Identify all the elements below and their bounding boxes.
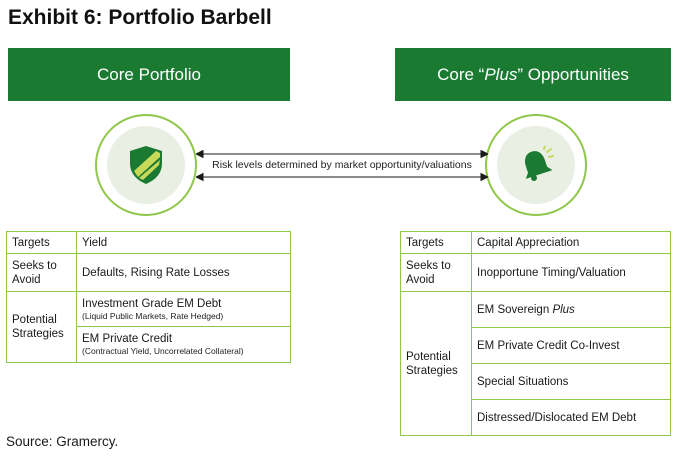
strategy-item: Special Situations — [471, 363, 671, 400]
table-row: Targets Yield — [6, 231, 291, 254]
potential-strategies-label: Potential Strategies — [6, 291, 77, 363]
seeks-to-avoid-label: Seeks to Avoid — [400, 253, 472, 292]
table-row: Seeks to Avoid Defaults, Rising Rate Los… — [6, 253, 291, 292]
connector-arrows — [196, 150, 488, 182]
connector-label: Risk levels determined by market opportu… — [212, 159, 472, 171]
core-portfolio-header: Core Portfolio — [8, 48, 290, 101]
seeks-to-avoid-label: Seeks to Avoid — [6, 253, 77, 292]
core-portfolio-circle-inner — [107, 126, 185, 204]
source-note: Source: Gramercy. — [6, 434, 119, 449]
seeks-to-avoid-value: Defaults, Rising Rate Losses — [76, 253, 291, 292]
strategy-item: Distressed/Dislocated EM Debt — [471, 399, 671, 436]
potential-strategies-label: Potential Strategies — [400, 291, 472, 436]
table-row: EM Private Credit (Contractual Yield, Un… — [7, 326, 291, 363]
strategy-item: EM Private Credit (Contractual Yield, Un… — [76, 326, 291, 363]
targets-value: Capital Appreciation — [471, 231, 671, 254]
bell-icon — [525, 146, 554, 181]
core-portfolio-circle — [95, 114, 197, 216]
table-row: Targets Capital Appreciation — [400, 231, 671, 254]
core-plus-circle-inner — [497, 126, 575, 204]
targets-label: Targets — [400, 231, 472, 254]
core-portfolio-header-label: Core Portfolio — [97, 64, 201, 84]
table-row: Potential Strategies EM Sovereign Plus — [400, 291, 671, 436]
table-row: Seeks to Avoid Inopportune Timing/Valuat… — [400, 253, 671, 292]
core-plus-header-label: Core “Plus” Opportunities — [437, 64, 629, 84]
core-plus-header: Core “Plus” Opportunities — [395, 48, 671, 101]
strategy-item: EM Private Credit Co-Invest — [471, 327, 671, 364]
exhibit-title: Exhibit 6: Portfolio Barbell — [8, 6, 272, 29]
core-plus-table: Targets Capital Appreciation Seeks to Av… — [400, 231, 671, 436]
table-row: Distressed/Dislocated EM Debt — [401, 399, 671, 436]
core-plus-circle — [485, 114, 587, 216]
strategy-item: Investment Grade EM Debt (Liquid Public … — [76, 291, 291, 327]
table-row: Potential Strategies Investment Grade EM… — [6, 291, 291, 363]
targets-label: Targets — [6, 231, 77, 254]
targets-value: Yield — [76, 231, 291, 254]
core-portfolio-table: Targets Yield Seeks to Avoid Defaults, R… — [6, 231, 291, 363]
seeks-to-avoid-value: Inopportune Timing/Valuation — [471, 253, 671, 292]
strategy-item: EM Sovereign Plus — [471, 291, 671, 328]
table-row: EM Private Credit Co-Invest — [401, 327, 671, 364]
shield-icon — [130, 146, 162, 184]
